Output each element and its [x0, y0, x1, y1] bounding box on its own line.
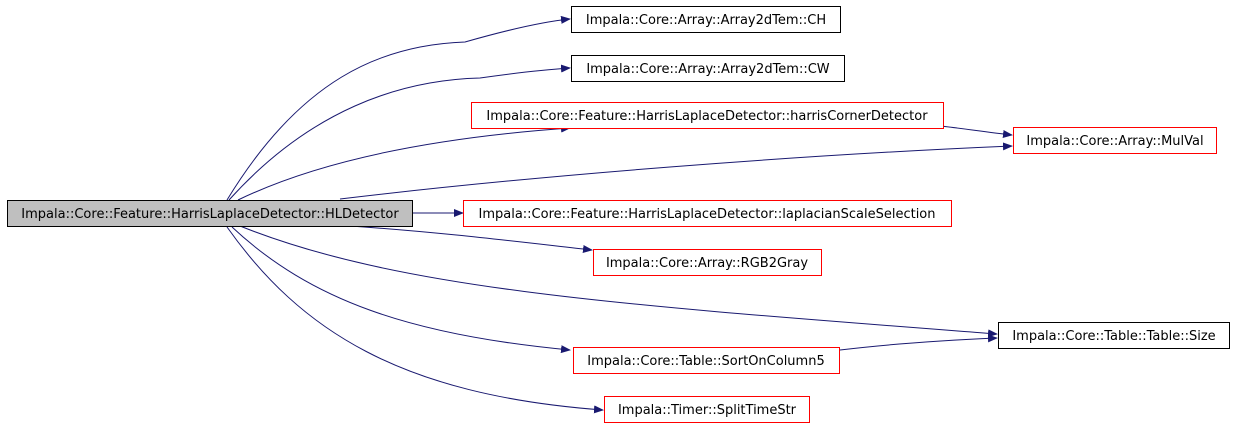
edge-hldetector-to-mulval [339, 142, 1013, 200]
node-mulval[interactable]: Impala::Core::Array::MulVal [1013, 127, 1217, 154]
node-label: Impala::Core::Feature::HarrisLaplaceDete… [486, 109, 928, 124]
node-array2dtem-ch[interactable]: Impala::Core::Array::Array2dTem::CH [571, 6, 841, 33]
node-laplacian-scale-selection[interactable]: Impala::Core::Feature::HarrisLaplaceDete… [463, 200, 952, 227]
node-array2dtem-cw[interactable]: Impala::Core::Array::Array2dTem::CW [571, 55, 845, 82]
edge-hldetector-to-cw [228, 64, 571, 201]
node-label: Impala::Core::Feature::HarrisLaplaceDete… [479, 207, 936, 222]
edge-hldetector-to-tablesize [239, 225, 998, 338]
node-sort-on-column5[interactable]: Impala::Core::Table::SortOnColumn5 [573, 347, 840, 374]
edge-hldetector-to-splittimestr [226, 226, 604, 414]
edge-hldetector-to-sortoncolumn5 [231, 226, 571, 354]
node-label: Impala::Core::Array::Array2dTem::CH [586, 13, 826, 28]
node-label: Impala::Timer::SplitTimeStr [618, 403, 797, 418]
node-label: Impala::Core::Table::Table::Size [1012, 329, 1215, 344]
node-label: Impala::Core::Feature::HarrisLaplaceDete… [21, 207, 399, 222]
edge-harriscorner-to-mulval [939, 125, 1013, 138]
node-rgb2gray[interactable]: Impala::Core::Array::RGB2Gray [593, 249, 822, 276]
node-label: Impala::Core::Array::Array2dTem::CW [586, 62, 829, 77]
node-split-time-str[interactable]: Impala::Timer::SplitTimeStr [604, 396, 810, 423]
node-label: Impala::Core::Array::RGB2Gray [606, 256, 808, 271]
node-harris-corner-detector[interactable]: Impala::Core::Feature::HarrisLaplaceDete… [471, 102, 944, 129]
node-label: Impala::Core::Array::MulVal [1026, 134, 1203, 149]
node-root-hldetector[interactable]: Impala::Core::Feature::HarrisLaplaceDete… [7, 200, 413, 227]
node-table-size[interactable]: Impala::Core::Table::Table::Size [998, 322, 1230, 349]
edge-hldetector-to-ch [226, 15, 571, 201]
node-label: Impala::Core::Table::SortOnColumn5 [587, 354, 824, 369]
edge-hldetector-to-rgb2gray [349, 225, 593, 253]
edge-sortoncolumn5-to-tablesize [839, 334, 998, 351]
edge-hldetector-to-harriscorner [237, 124, 571, 201]
edges [226, 15, 1013, 414]
